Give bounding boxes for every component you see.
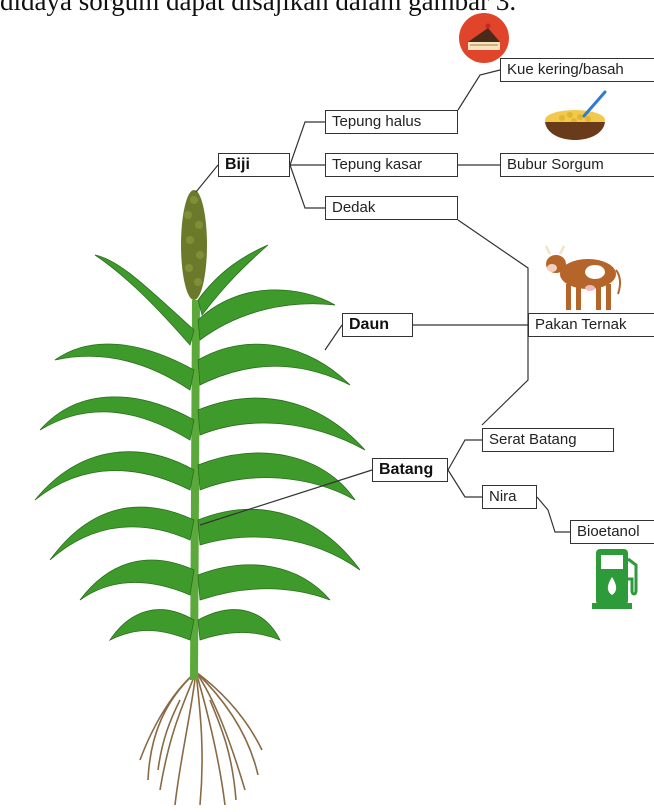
node-bioetanol: Bioetanol: [570, 520, 654, 544]
porridge-bowl-icon: [540, 88, 615, 154]
node-batang: Batang: [372, 458, 448, 482]
cow-icon: [540, 238, 626, 314]
node-bubur-sorgum: Bubur Sorgum: [500, 153, 654, 177]
panicle: [181, 190, 207, 300]
node-pakan-ternak: Pakan Ternak: [528, 313, 654, 337]
node-tepung-halus: Tepung halus: [325, 110, 458, 134]
node-kue-kering-basah: Kue kering/basah: [500, 58, 654, 82]
cake-icon: [458, 12, 510, 64]
node-daun: Daun: [342, 313, 413, 337]
fuel-pump-icon: [592, 545, 644, 611]
leaves: [35, 245, 365, 640]
node-biji: Biji: [218, 153, 290, 177]
node-dedak: Dedak: [325, 196, 458, 220]
node-nira: Nira: [482, 485, 537, 509]
node-tepung-kasar: Tepung kasar: [325, 153, 458, 177]
node-serat-batang: Serat Batang: [482, 428, 614, 452]
roots: [140, 672, 262, 805]
